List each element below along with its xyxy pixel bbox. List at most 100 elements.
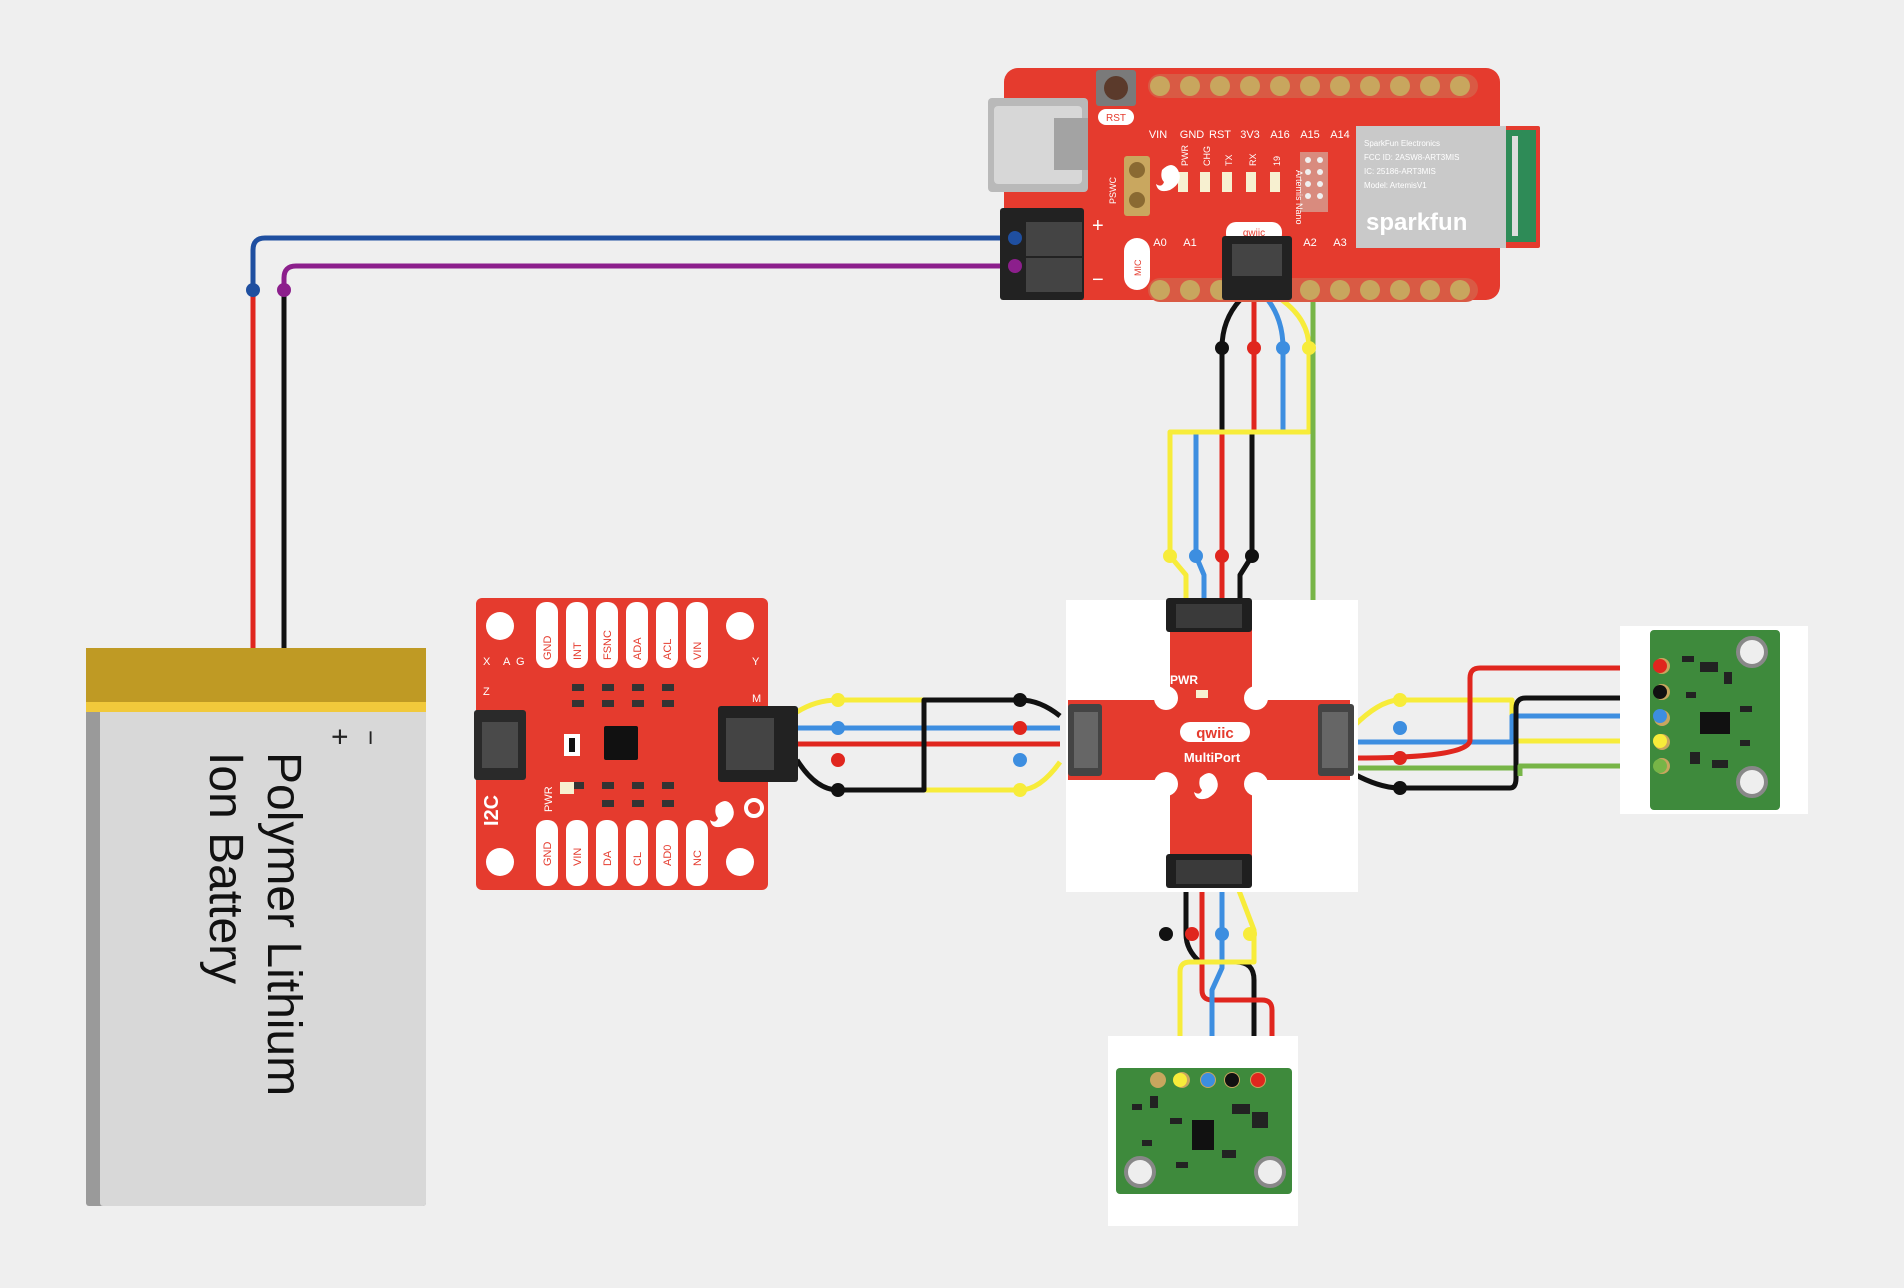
pin-label-3v3: 3V3 xyxy=(1240,129,1260,141)
imu-pin-nc: NC xyxy=(692,850,704,866)
pin-label-rst: RST xyxy=(1209,129,1231,141)
artemis-qwiic-label: qwiic xyxy=(1243,228,1265,239)
imu-bottom-pins[interactable] xyxy=(536,820,708,886)
battery-label-line1: Polymer Lithium xyxy=(257,752,310,1096)
top-header-pins[interactable] xyxy=(1148,74,1478,98)
imu-pin-cl: CL xyxy=(632,852,644,866)
reset-button[interactable]: RST xyxy=(1096,70,1136,125)
axis-label-a: A xyxy=(503,656,511,668)
imu-pin-fsnc: FSNC xyxy=(602,630,614,660)
mount-hole-br xyxy=(726,848,754,876)
led-label-chg: CHG xyxy=(1202,146,1212,166)
multiport-pwr-label: PWR xyxy=(1170,673,1198,687)
imu-pin-acl: ACL xyxy=(662,639,674,660)
imu-pin-ada: ADA xyxy=(632,637,644,660)
wire-yellow-artemis[interactable] xyxy=(1167,297,1312,605)
wire-red-artemis[interactable] xyxy=(1219,300,1257,605)
multiport-brand: qwiic xyxy=(1196,725,1234,742)
module-line-2: FCC ID: 2ASW8-ART3MIS xyxy=(1364,153,1459,162)
multiport-pwr-led xyxy=(1196,690,1208,698)
sensor-board-bottom[interactable] xyxy=(1108,1036,1298,1226)
mount-hole xyxy=(1124,1156,1156,1188)
multiport-connector-bottom[interactable] xyxy=(1166,854,1252,888)
imu-chip xyxy=(604,726,638,760)
wire-red-right[interactable] xyxy=(1353,665,1660,761)
module-brand: sparkfun xyxy=(1366,209,1467,236)
battery-plus-label: + xyxy=(323,728,356,746)
wire-blue-right[interactable] xyxy=(1354,713,1660,745)
wire-navy-battery-positive[interactable] xyxy=(250,235,1015,290)
artemis-module: SparkFun Electronics FCC ID: 2ASW8-ART3M… xyxy=(1356,126,1540,248)
imu-pin-vin-bottom: VIN xyxy=(572,848,584,866)
batt-plus-label: + xyxy=(1092,215,1104,237)
rst-label: RST xyxy=(1106,113,1126,124)
pin-label-a3: A3 xyxy=(1333,237,1346,249)
mount-hole-tl xyxy=(486,612,514,640)
pin-label-a2: A2 xyxy=(1303,237,1316,249)
status-leds: PWR CHG TX RX 19 xyxy=(1178,145,1282,192)
pin-label-a15: A15 xyxy=(1300,129,1320,141)
multiport-connector-left[interactable] xyxy=(1068,704,1102,776)
battery-label-line2: Ion Battery xyxy=(199,752,252,984)
imu-top-pins[interactable] xyxy=(536,602,708,668)
mount-hole-tr xyxy=(726,612,754,640)
sparkfun-flame-icon xyxy=(1156,165,1180,192)
pin-label-a16: A16 xyxy=(1270,129,1290,141)
axis-label-y: Y xyxy=(752,656,760,668)
pswc-label: PSWC xyxy=(1108,176,1118,204)
multiport-connector-right[interactable] xyxy=(1318,704,1354,776)
pin-label-a14: A14 xyxy=(1330,129,1350,141)
module-line-1: SparkFun Electronics xyxy=(1364,139,1440,148)
imu-board[interactable]: GND INT FSNC ADA ACL VIN GND VIN DA CL A… xyxy=(474,598,798,890)
wire-black-right[interactable] xyxy=(1352,695,1660,791)
jumper-pads xyxy=(1300,152,1328,212)
wire-blue-artemis[interactable] xyxy=(1193,298,1286,605)
wire-black-imu[interactable] xyxy=(794,697,1062,793)
mount-hole xyxy=(1736,636,1768,668)
axis-label-g: G xyxy=(516,656,525,668)
imu-pin-da: DA xyxy=(602,850,614,866)
pin-label-vin: VIN xyxy=(1149,129,1167,141)
led-label-rx: RX xyxy=(1248,153,1258,166)
multiport-connector-top[interactable] xyxy=(1166,598,1252,632)
sensor-board-right[interactable] xyxy=(1620,626,1808,814)
wire-yellow-bottom[interactable] xyxy=(1177,887,1257,1080)
qwiic-multiport[interactable]: PWR qwiic MultiPort xyxy=(1066,598,1358,892)
lipo-battery[interactable]: − + Polymer Lithium Ion Battery xyxy=(86,648,426,1206)
artemis-nano-board[interactable]: RST VIN GND RST 3V3 A16 A15 A14 PWR xyxy=(988,68,1540,302)
batt-minus-label: − xyxy=(1092,269,1104,291)
sparkfun-flame-icon-multiport xyxy=(1194,773,1218,800)
mount-hole xyxy=(1736,766,1768,798)
artemis-qwiic-connector[interactable]: qwiic xyxy=(1222,222,1292,300)
mic-pad: MIC xyxy=(1124,238,1150,290)
axis-label-z: Z xyxy=(483,686,490,698)
imu-pin-gnd-top: GND xyxy=(542,636,554,661)
led-label-tx: TX xyxy=(1224,154,1234,166)
axis-label-x: X xyxy=(483,656,491,668)
usb-c-port[interactable] xyxy=(988,98,1088,192)
pswc-pads[interactable]: PSWC xyxy=(1108,156,1150,216)
mount-hole-bl xyxy=(486,848,514,876)
wire-joints xyxy=(246,251,1407,941)
pin-label-a1: A1 xyxy=(1183,237,1196,249)
pin-label-gnd: GND xyxy=(1180,129,1205,141)
mount-hole xyxy=(1254,1156,1286,1188)
wire-red-bottom[interactable] xyxy=(1199,888,1275,1080)
imu-pwr-led xyxy=(560,782,574,794)
imu-pin-int: INT xyxy=(572,642,584,660)
wire-yellow-right[interactable] xyxy=(1352,697,1660,744)
module-line-4: Model: ArtemisV1 xyxy=(1364,181,1427,190)
led-label-pwr: PWR xyxy=(1180,145,1190,166)
wire-green-right[interactable] xyxy=(1517,763,1660,776)
battery-connector[interactable]: + − xyxy=(1000,208,1104,300)
wire-endpoints xyxy=(1008,231,1667,1087)
imu-pwr-label: PWR xyxy=(543,786,555,812)
bottom-header-pins[interactable] xyxy=(1148,278,1478,302)
imu-i2c-label: I2C xyxy=(481,795,503,826)
imu-pin-ad0: AD0 xyxy=(662,845,674,866)
mic-label: MIC xyxy=(1133,259,1143,276)
sparkfun-flame-icon-imu xyxy=(710,801,734,828)
wire-purple-battery-negative[interactable] xyxy=(281,263,1015,290)
wire-black-artemis[interactable] xyxy=(1219,298,1255,605)
